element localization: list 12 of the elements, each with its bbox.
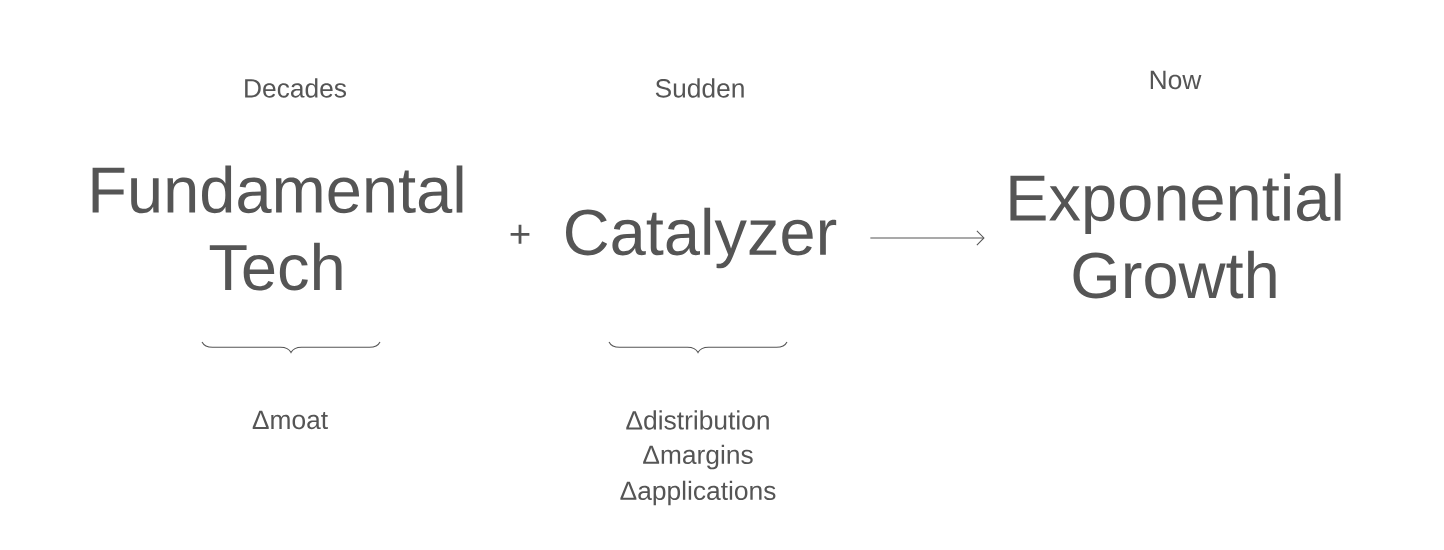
delta-label: Δapplications [620, 480, 776, 506]
time-label: Sudden [655, 78, 744, 98]
delta-label: Δmargins [643, 444, 753, 470]
title-text: Catalyzer [566, 207, 837, 269]
plus-sign: + [510, 224, 530, 244]
delta-label: Δmoat [252, 410, 328, 430]
title-text: Fundamental Tech [92, 165, 463, 291]
title-text: Exponential Growth [1010, 173, 1341, 299]
delta-label: Δdistribution [626, 410, 769, 430]
time-label: Now [1150, 70, 1202, 90]
arrow [869, 230, 985, 246]
time-label: Decades [245, 78, 347, 98]
